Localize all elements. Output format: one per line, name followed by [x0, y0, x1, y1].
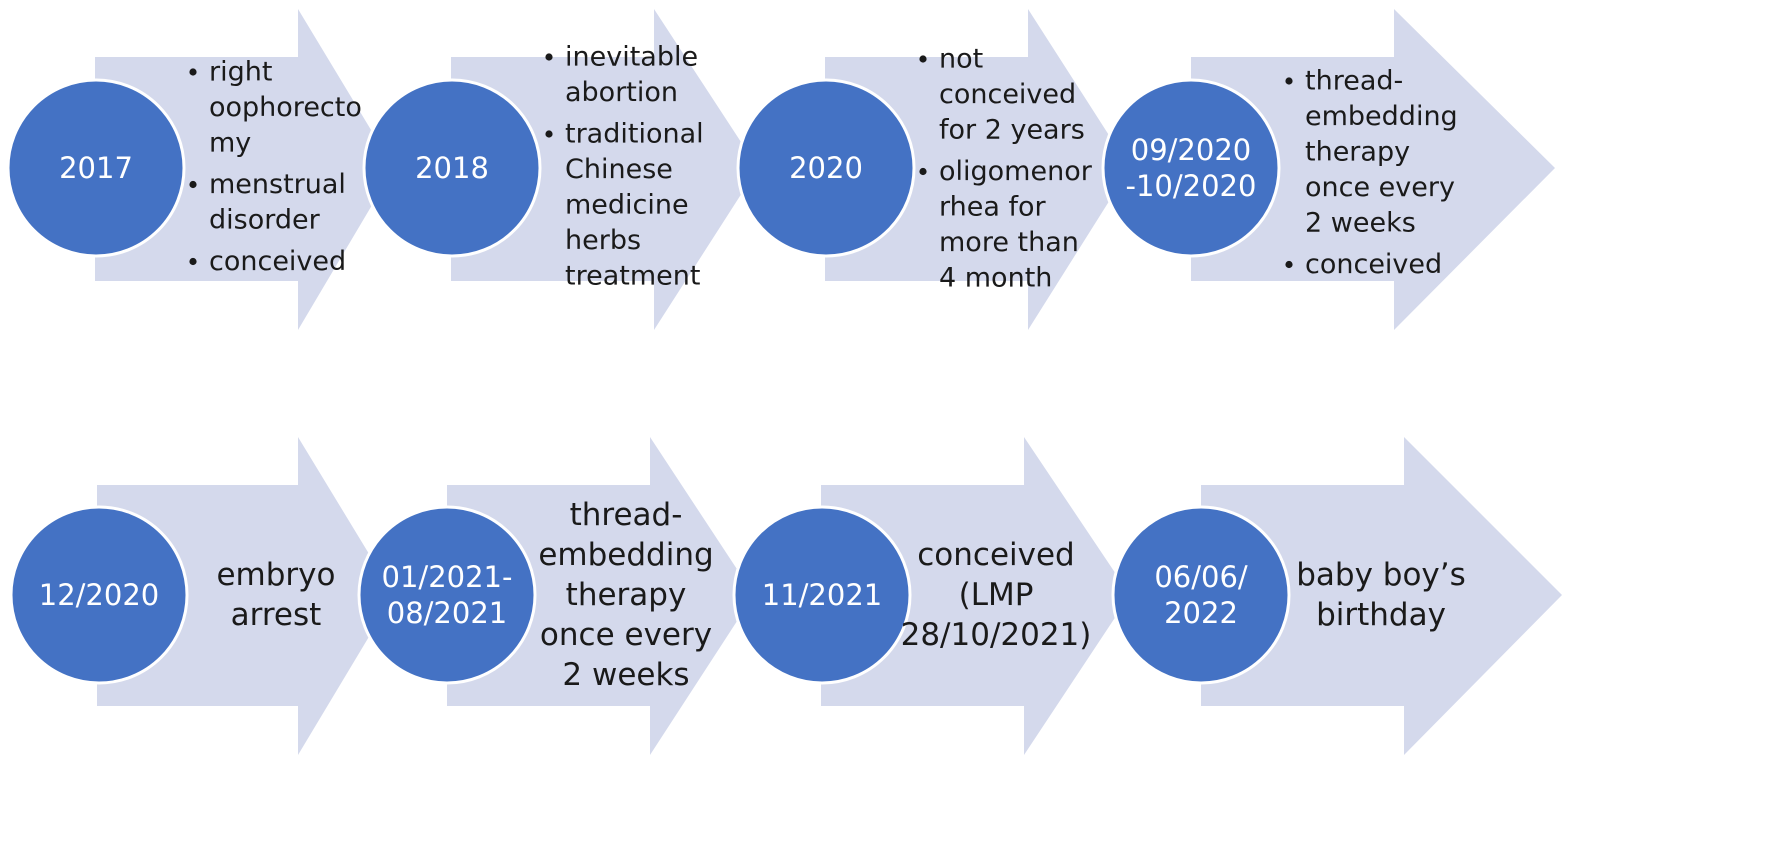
bullet-text-line: right — [209, 57, 272, 88]
bullet-dot — [545, 53, 553, 61]
date-label: -10/2020 — [1126, 169, 1257, 203]
arrow-1-4 — [1191, 9, 1555, 330]
bullet-text-line: conceived — [939, 79, 1076, 110]
bullet-text-line: menstrual — [209, 169, 346, 200]
step-text-line: 28/10/2021) — [901, 617, 1092, 653]
arrows-layer — [95, 9, 1562, 755]
date-label: 2022 — [1164, 596, 1238, 630]
bullet-text-line: 2 weeks — [1305, 208, 1416, 239]
circles-layer — [6, 78, 1291, 685]
date-label: 2017 — [59, 151, 133, 185]
step-text-line: (LMP — [959, 577, 1034, 613]
arrow-2-2 — [447, 437, 754, 755]
bullet-dot — [1285, 260, 1293, 269]
bullet-text-line: conceived — [209, 246, 346, 277]
bullet-text-line: rhea for — [939, 192, 1047, 223]
bullet-text-line: 4 month — [939, 263, 1052, 294]
bullet-dot — [1285, 77, 1293, 85]
bullet-text-line: herbs — [565, 225, 641, 256]
date-circle-2-3 — [732, 505, 912, 685]
step-text-line: 2 weeks — [562, 657, 689, 693]
date-circle-1-3 — [736, 78, 916, 258]
bullet-text-line: not — [939, 44, 983, 75]
date-label: 2020 — [789, 151, 863, 185]
date-label: 01/2021- — [382, 560, 513, 594]
step-text-line: baby boy’s — [1296, 557, 1466, 593]
arrow-2-3 — [821, 437, 1130, 755]
arrow-1-1 — [95, 9, 394, 330]
date-circle-1-2 — [362, 78, 542, 258]
date-circle-1-4 — [1101, 78, 1281, 258]
bullet-text-line: disorder — [209, 205, 321, 236]
date-label: 2018 — [415, 151, 489, 185]
step-text-line: arrest — [231, 597, 322, 633]
bullet-text-line: for 2 years — [939, 115, 1085, 146]
step-text-line: thread- — [570, 497, 683, 533]
bullet-dot — [189, 68, 197, 76]
arrow-2-1 — [97, 437, 394, 755]
bullet-text-line: oophorecto — [209, 92, 362, 123]
bullet-text-line: Chinese — [565, 154, 673, 185]
date-circle-2-1 — [9, 505, 189, 685]
bullet-text-line: treatment — [565, 261, 700, 292]
date-circle-1-1 — [6, 78, 186, 258]
bullet-text-line: medicine — [565, 190, 689, 221]
date-circle-2-4 — [1111, 505, 1291, 685]
bullet-text-line: traditional — [565, 119, 704, 150]
bullet-text-line: conceived — [1305, 249, 1442, 280]
bullet-text-line: more than — [939, 227, 1079, 258]
date-label: 12/2020 — [39, 578, 159, 612]
bullet-text-line: inevitable — [565, 42, 698, 73]
date-label: 08/2021 — [387, 596, 507, 630]
bullet-dot — [189, 180, 197, 189]
date-label: 06/06/ — [1154, 560, 1248, 594]
step-text-line: embryo — [216, 557, 335, 593]
date-label: 09/2020 — [1131, 133, 1251, 167]
date-label: 11/2021 — [762, 578, 882, 612]
arrow-2-4 — [1201, 437, 1562, 755]
step-text-line: therapy — [566, 577, 687, 613]
arrow-1-3 — [825, 9, 1130, 330]
step-text-line: birthday — [1316, 597, 1446, 633]
bullet-dot — [919, 167, 927, 176]
bullet-text-line: oligomenor — [939, 156, 1093, 187]
step-text-line: once every — [540, 617, 712, 653]
bullet-text-line: embedding — [1305, 101, 1458, 132]
date-circle-2-2 — [357, 505, 537, 685]
bullet-text-line: therapy — [1305, 137, 1410, 168]
bullet-dot — [545, 130, 553, 138]
bullet-dot — [189, 257, 197, 266]
bullet-text-line: my — [209, 128, 251, 159]
bullet-text-line: thread- — [1305, 66, 1403, 97]
arrow-1-2 — [451, 9, 758, 330]
step-text-line: embedding — [538, 537, 713, 573]
bullet-text-line: abortion — [565, 77, 678, 108]
bullet-dot — [919, 55, 927, 63]
bullet-text-line: once every — [1305, 172, 1455, 203]
text-layer: 2017 right oophorecto my menstrual disorder co… — [39, 42, 1466, 694]
step-text-line: conceived — [917, 537, 1074, 573]
